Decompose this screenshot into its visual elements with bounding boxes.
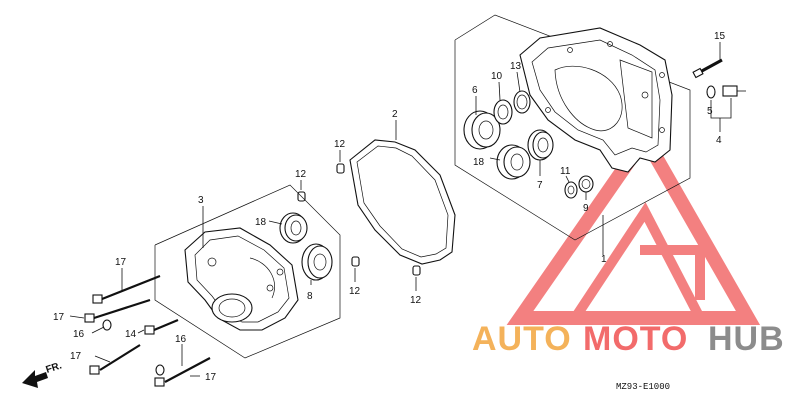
callout-3: 3	[198, 195, 204, 206]
bolt-15	[692, 58, 723, 79]
callout-12-d: 12	[410, 295, 422, 306]
front-label: FR.	[45, 360, 64, 376]
bearing-18-left	[279, 212, 308, 244]
bolt-17-d	[154, 357, 211, 387]
callout-8: 8	[307, 291, 313, 302]
callout-4: 4	[716, 135, 722, 146]
callout-labels: 1 2 3 4 5 6 7 8 9 10 11 12 12 12 12 13 1…	[53, 31, 726, 383]
watermark-hub: HUB	[708, 320, 785, 358]
seal-9	[578, 175, 594, 193]
bearing-18-right	[496, 144, 531, 180]
bearing-8	[301, 243, 333, 281]
callout-18-b: 18	[255, 217, 267, 228]
seal-13	[513, 90, 531, 114]
callout-12-b: 12	[295, 169, 307, 180]
bolt-17-c	[89, 344, 141, 375]
watermark-text: AUTO MOTO HUB	[472, 320, 785, 358]
callout-12-a: 12	[334, 139, 346, 150]
callout-7: 7	[537, 180, 543, 191]
watermark-logo	[506, 124, 761, 325]
callout-11: 11	[560, 166, 571, 177]
dowel-12-b	[297, 180, 306, 202]
dowel-12-a	[336, 150, 345, 174]
callout-9: 9	[583, 203, 589, 214]
front-arrow-icon	[22, 370, 48, 388]
left-case-group	[69, 184, 341, 387]
dowel-12-c	[351, 256, 360, 282]
bearing-7	[527, 129, 554, 161]
callout-17-a: 17	[115, 257, 127, 268]
bearing-6	[463, 110, 501, 150]
gasket-2	[349, 120, 456, 265]
callout-10: 10	[491, 71, 503, 82]
callout-17-d: 17	[205, 372, 217, 383]
callout-16-a: 16	[73, 329, 85, 340]
dowel-12-d	[412, 265, 421, 291]
bolt-14	[144, 318, 179, 335]
callout-2: 2	[392, 109, 398, 120]
watermark-auto: AUTO	[472, 320, 572, 358]
callout-6: 6	[472, 85, 478, 96]
callout-1: 1	[601, 254, 607, 265]
right-case-group	[454, 14, 746, 255]
diagram-code: MZ93-E1000	[616, 382, 670, 392]
washer-16-a	[102, 319, 112, 331]
callout-18-a: 18	[473, 157, 485, 168]
callout-17-c: 17	[70, 351, 82, 362]
callout-5: 5	[707, 106, 713, 117]
bolt-17-a	[92, 274, 161, 304]
bearing-10	[493, 99, 513, 125]
callout-12-c: 12	[349, 286, 361, 297]
callout-13: 13	[510, 61, 522, 72]
callout-17-b: 17	[53, 312, 65, 323]
callout-16-b: 16	[175, 334, 187, 345]
plug-4	[722, 85, 746, 97]
watermark-moto: MOTO	[583, 320, 688, 358]
bolt-17-b	[84, 298, 151, 323]
washer-16-b	[155, 364, 165, 376]
washer-5	[706, 85, 716, 99]
callout-14: 14	[125, 329, 137, 340]
washer-11	[564, 181, 578, 199]
callout-15: 15	[714, 31, 726, 42]
